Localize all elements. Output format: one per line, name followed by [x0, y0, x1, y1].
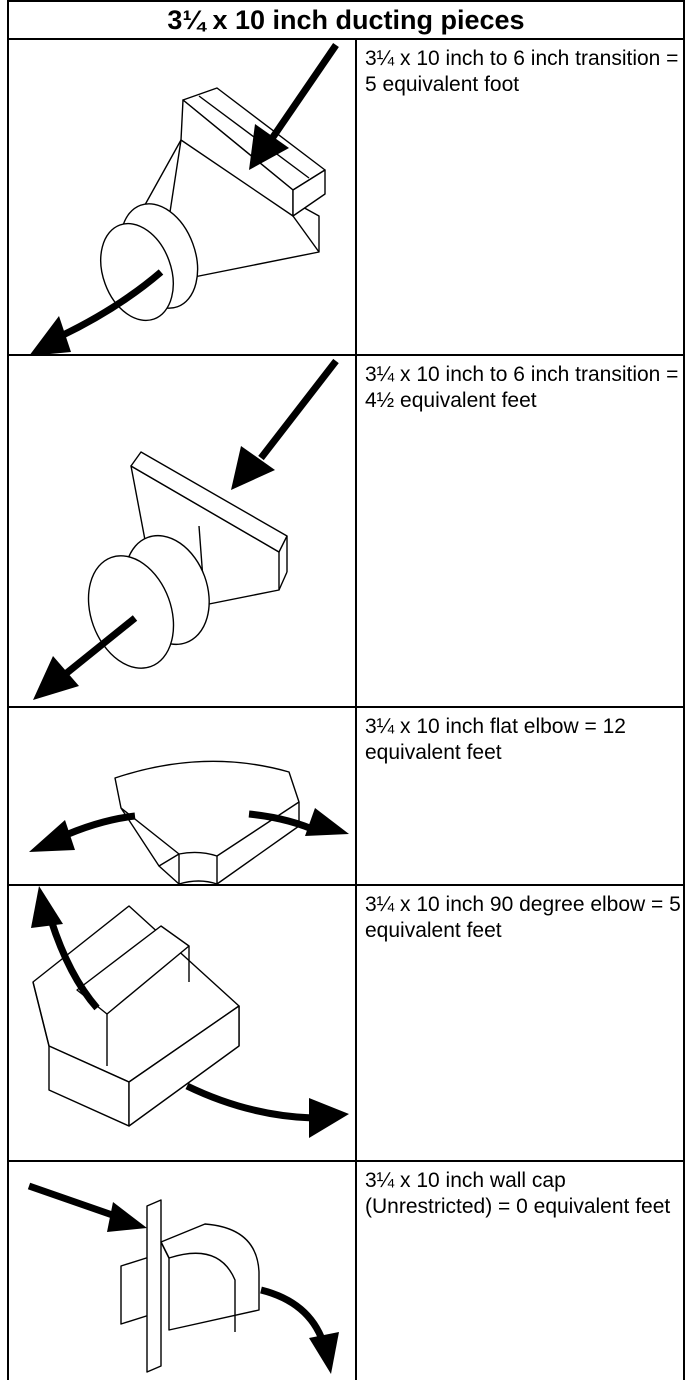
row-description: 3¼ x 10 inch to 6 inch transition = 4½ e…	[365, 363, 679, 412]
row-description: 3¼ x 10 inch 90 degree elbow = 5 equival…	[365, 893, 681, 942]
column-divider	[355, 40, 357, 1380]
wall-cap-icon	[27, 1182, 339, 1374]
transition-icon	[29, 43, 339, 356]
table-row: 3¼ x 10 inch flat elbow = 12 equivalent …	[9, 708, 683, 886]
table-row: 3¼ x 10 inch to 6 inch transition = 5 eq…	[9, 40, 683, 356]
short-transition-icon	[33, 358, 339, 700]
table-row: 3¼ x 10 inch 90 degree elbow = 5 equival…	[9, 886, 683, 1162]
row-description: 3¼ x 10 inch flat elbow = 12 equivalent …	[365, 715, 626, 764]
row-description: 3¼ x 10 inch to 6 inch transition = 5 eq…	[365, 47, 679, 96]
ducting-table: 3¼ x 10 inch ducting pieces 3¼ x 10 inch…	[7, 0, 685, 1380]
row-description: 3¼ x 10 inch wall cap (Unrestricted) = 0…	[365, 1169, 671, 1218]
table-row: 3¼ x 10 inch wall cap (Unrestricted) = 0…	[9, 1162, 683, 1380]
elbow-90-icon	[31, 886, 349, 1138]
table-title: 3¼ x 10 inch ducting pieces	[9, 0, 683, 40]
table-row: 3¼ x 10 inch to 6 inch transition = 4½ e…	[9, 356, 683, 708]
flat-elbow-icon	[29, 760, 349, 885]
